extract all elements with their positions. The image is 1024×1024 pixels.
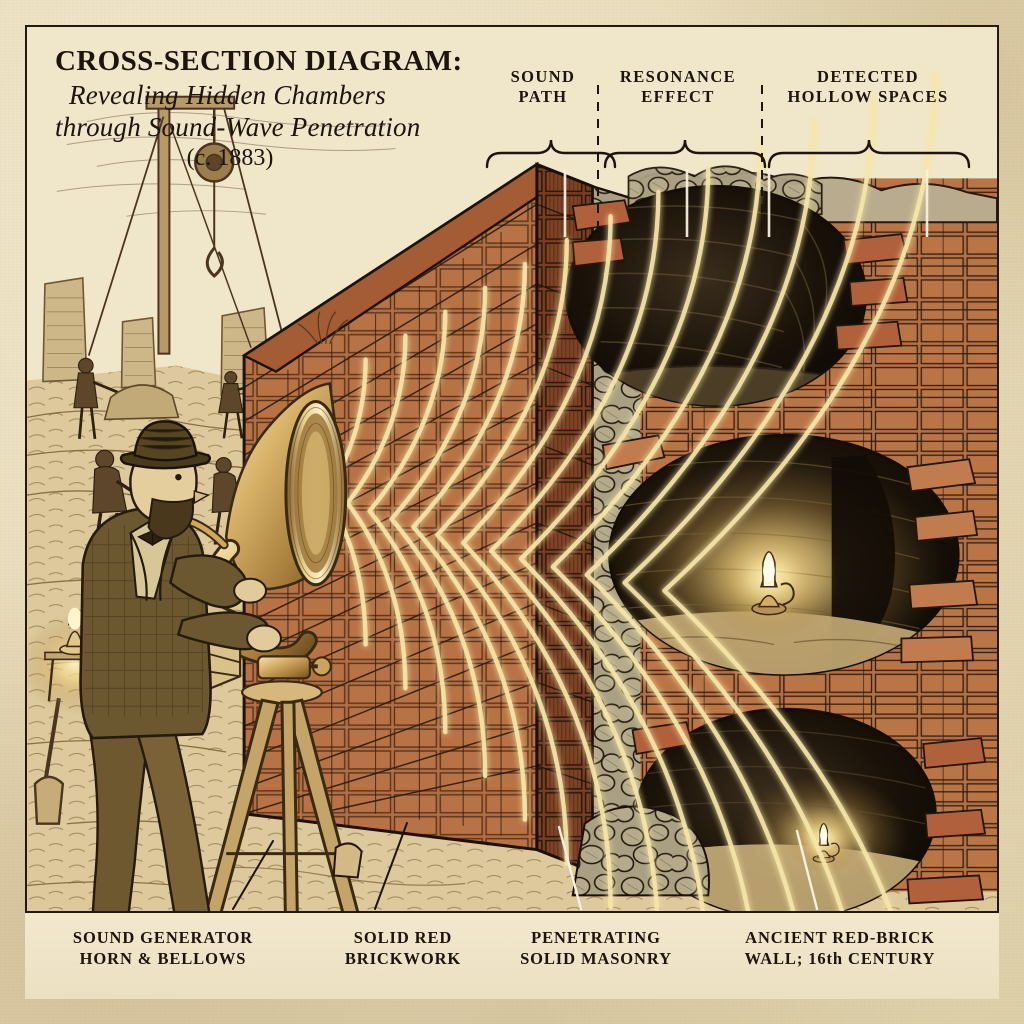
derrick-pulley	[87, 95, 289, 356]
annotation-resonance-effect: RESONANCE EFFECT	[619, 67, 737, 107]
caption-sound-generator: SOUND GENERATOR HORN & BELLOWS	[72, 928, 254, 969]
caption-leader-lines	[232, 822, 819, 911]
figure-eye	[175, 473, 182, 481]
caption-solid-red-brickwork: SOLID RED BRICKWORK	[344, 928, 462, 969]
figure-beard	[147, 497, 194, 540]
caption-ancient-red-brick-wall: ANCIENT RED-BRICK WALL; 16th CENTURY	[744, 928, 936, 969]
chamber-upper-broken-bricks	[571, 199, 909, 351]
illustration-frame: CROSS-SECTION DIAGRAM: Revealing Hidden …	[25, 25, 999, 999]
title-line-2: Revealing Hidden Chambers	[69, 80, 386, 110]
title-line-3: through Sound-Wave Penetration	[55, 112, 421, 142]
top-annotation-band: SOUND PATH RESONANCE EFFECT DETECTED HOL…	[27, 27, 997, 237]
hollow-chamber-upper	[565, 184, 909, 407]
figure-hand-lower	[246, 624, 282, 653]
chamber-lower-broken-bricks	[631, 721, 987, 905]
tripod-legs	[194, 698, 370, 954]
title-date: (c. 1883)	[186, 145, 274, 171]
page-title: CROSS-SECTION DIAGRAM: Revealing Hidden …	[55, 45, 475, 172]
chamber-middle-broken-bricks	[601, 434, 979, 664]
scene-illustration	[27, 27, 997, 997]
grass-tuft	[297, 311, 349, 345]
annotation-brackets	[485, 85, 971, 237]
annotation-leader-lines	[563, 169, 929, 237]
section-dividers	[597, 85, 763, 237]
annotation-detected-hollow-spaces: DETECTED HOLLOW SPACES	[787, 67, 949, 107]
annotation-sound-path: SOUND PATH	[510, 67, 576, 107]
figure-hand-upper	[233, 577, 268, 604]
title-line-1: CROSS-SECTION DIAGRAM:	[55, 45, 463, 77]
bottom-caption-strip: SOUND GENERATOR HORN & BELLOWS SOLID RED…	[25, 911, 999, 999]
chamber-lamp-middle	[699, 516, 839, 641]
caption-penetrating-solid-masonry: PENETRATING SOLID MASONRY	[520, 928, 672, 969]
